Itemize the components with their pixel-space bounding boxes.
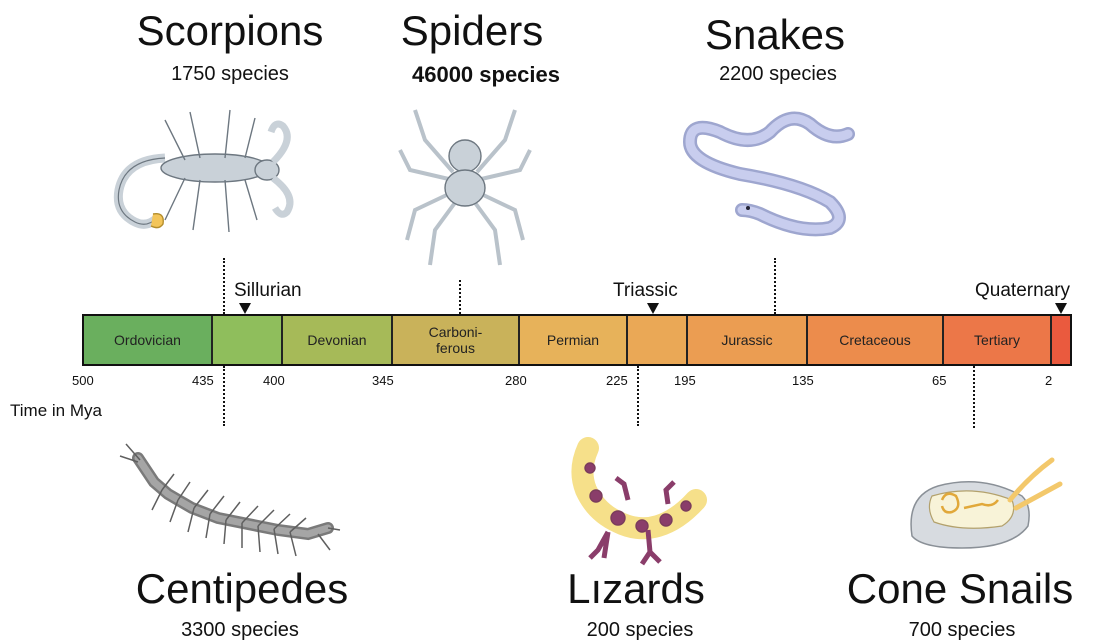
count-lizards: 200 species — [560, 620, 720, 640]
tick-label: 435 — [192, 374, 214, 387]
lizard-icon — [568, 440, 708, 570]
period-carboniferous: Carboni- ferous — [393, 316, 520, 364]
period-tertiary: Tertiary — [944, 316, 1052, 364]
period-ordovician: Ordovician — [84, 316, 213, 364]
period-permian: Permian — [520, 316, 628, 364]
marker-label-triassic: Triassic — [613, 281, 678, 300]
cone-snail-icon — [902, 456, 1062, 556]
snake-icon — [680, 102, 860, 237]
period-unlabeled-1 — [213, 316, 283, 364]
tick-label: 400 — [263, 374, 285, 387]
centipede-icon — [118, 438, 338, 562]
title-lizards: Lızards — [556, 568, 716, 610]
geologic-timeline: Ordovician Devonian Carboni- ferous Perm… — [82, 314, 1072, 366]
tick-label: 135 — [792, 374, 814, 387]
time-axis-label: Time in Mya — [10, 402, 102, 419]
title-scorpions: Scorpions — [122, 10, 338, 52]
tick-label: 2 — [1045, 374, 1052, 387]
title-snakes: Snakes — [690, 14, 860, 56]
tick-label: 65 — [932, 374, 946, 387]
count-snakes: 2200 species — [698, 64, 858, 84]
scorpion-icon — [105, 100, 305, 240]
count-spiders: 46000 species — [386, 64, 586, 86]
title-centipedes: Centipedes — [118, 568, 366, 610]
tick-label: 280 — [505, 374, 527, 387]
marker-arrow-sillurian — [239, 303, 251, 314]
marker-label-quaternary: Quaternary — [975, 281, 1070, 300]
spider-icon — [395, 100, 535, 270]
guide-line-scorpions — [223, 258, 225, 314]
tick-label: 195 — [674, 374, 696, 387]
marker-arrow-quaternary — [1055, 303, 1067, 314]
count-cone-snails: 700 species — [880, 620, 1044, 640]
tick-label: 500 — [72, 374, 94, 387]
period-jurassic: Jurassic — [688, 316, 808, 364]
guide-line-snakes — [774, 258, 776, 314]
title-cone-snails: Cone Snails — [826, 568, 1094, 610]
period-cretaceous: Cretaceous — [808, 316, 944, 364]
tick-label: 345 — [372, 374, 394, 387]
marker-label-sillurian: Sillurian — [234, 281, 302, 300]
count-centipedes: 3300 species — [150, 620, 330, 640]
guide-line-lizards — [637, 366, 639, 426]
guide-line-spiders — [459, 280, 461, 314]
period-unlabeled-3 — [1052, 316, 1070, 364]
period-devonian: Devonian — [283, 316, 393, 364]
count-scorpions: 1750 species — [152, 64, 308, 84]
guide-line-centipedes — [223, 366, 225, 426]
period-unlabeled-2 — [628, 316, 688, 364]
guide-line-cone-snails — [973, 366, 975, 428]
title-spiders: Spiders — [384, 10, 560, 52]
tick-label: 225 — [606, 374, 628, 387]
marker-arrow-triassic — [647, 303, 659, 314]
